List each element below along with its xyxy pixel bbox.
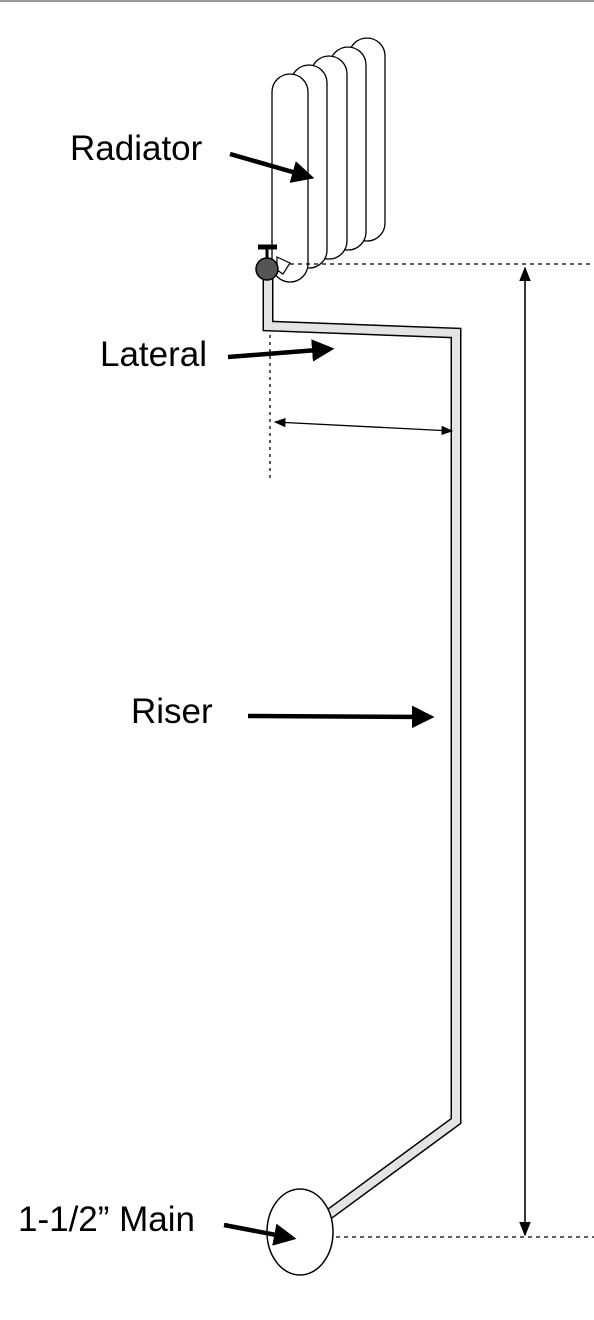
valve bbox=[255, 244, 291, 281]
radiator-column-1 bbox=[271, 73, 309, 283]
lateral-length-dimension bbox=[273, 417, 454, 436]
main-label: 1-1/2” Main bbox=[18, 1200, 196, 1239]
riser-pointer-arrow bbox=[247, 705, 435, 729]
radiator-label: Radiator bbox=[70, 129, 203, 168]
pipe-outline bbox=[262, 272, 462, 1220]
pipe-fill bbox=[264, 272, 460, 1219]
radiator-pointer-arrow bbox=[229, 151, 315, 183]
main-pointer-arrow bbox=[223, 1222, 297, 1246]
top-border bbox=[0, 0, 594, 2]
main-pipe bbox=[266, 1188, 334, 1276]
pipe bbox=[262, 272, 462, 1220]
riser-label: Riser bbox=[131, 692, 213, 731]
valve-body bbox=[255, 257, 279, 281]
lateral-pointer-arrow bbox=[227, 339, 335, 362]
lateral-label: Lateral bbox=[100, 335, 208, 374]
radiator bbox=[271, 37, 386, 283]
